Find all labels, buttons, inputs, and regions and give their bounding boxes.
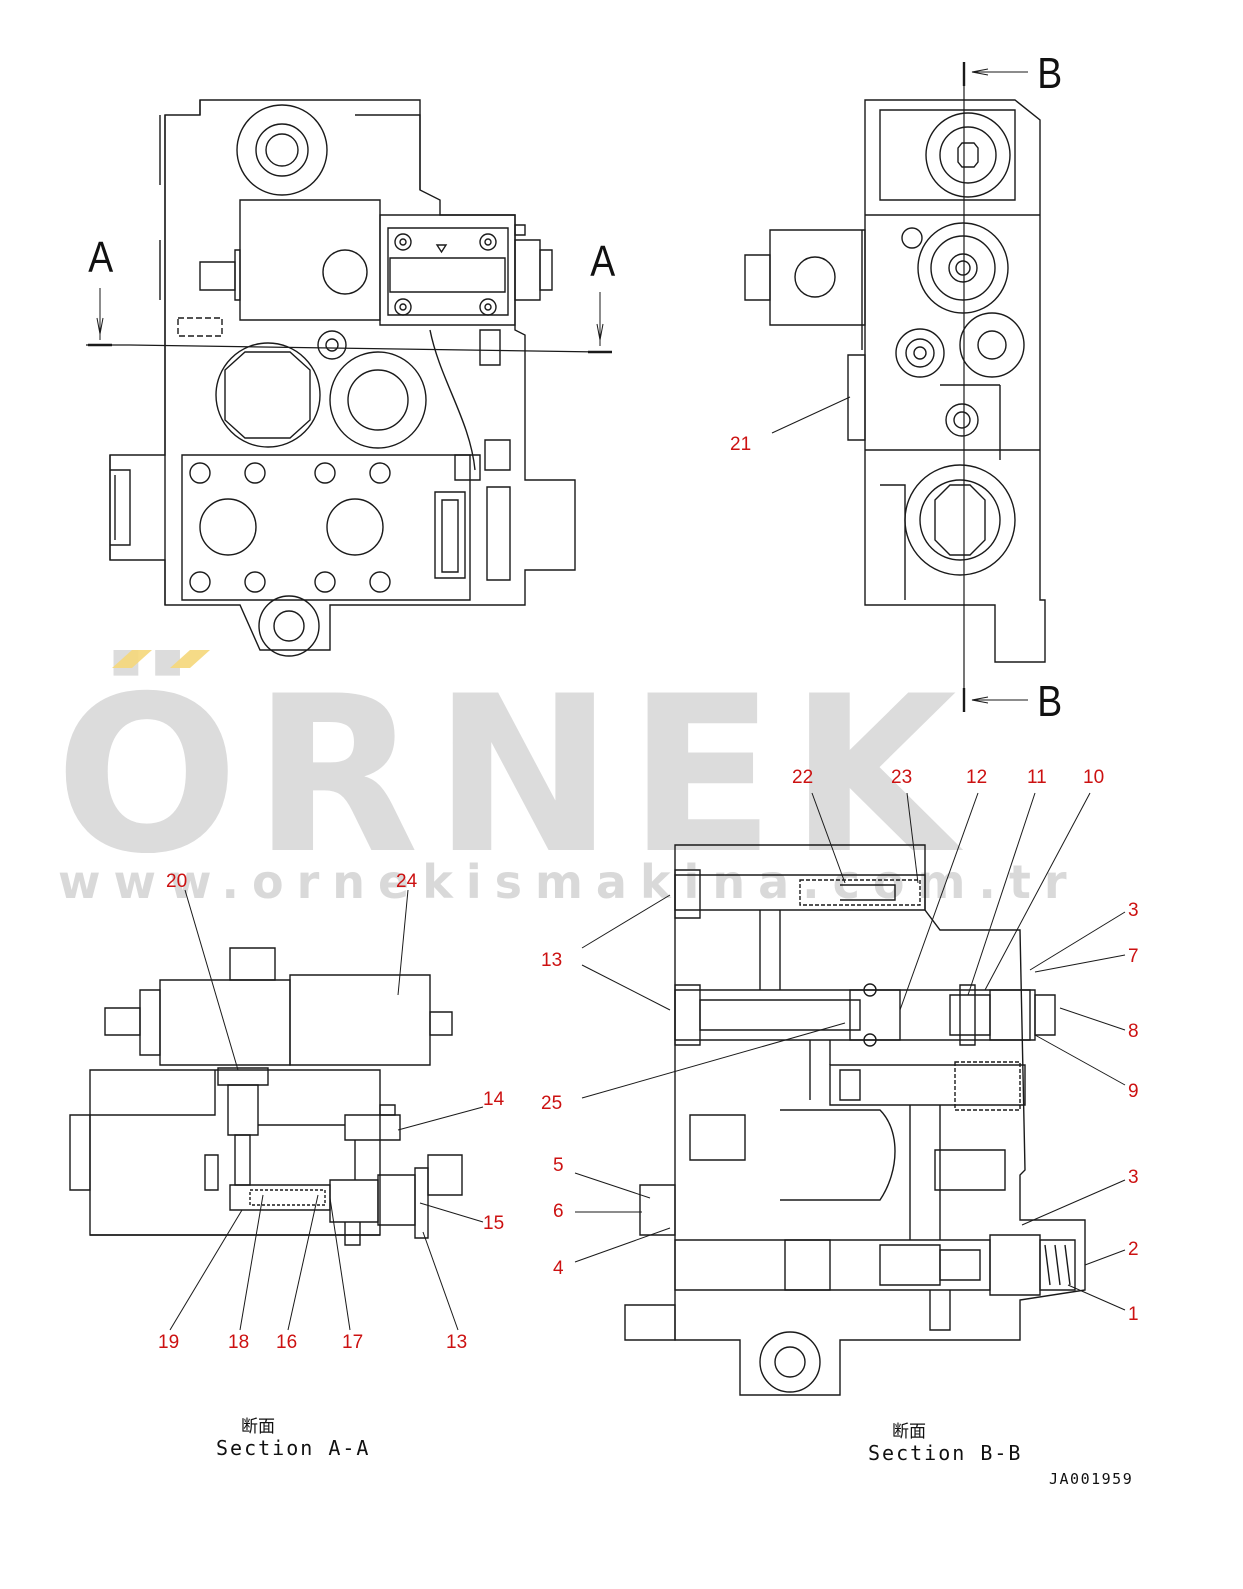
- callout-17: 17: [342, 1332, 364, 1353]
- section-b-b-view: [624, 844, 1086, 1396]
- callout-5: 5: [553, 1155, 564, 1176]
- callout-19: 19: [158, 1332, 180, 1353]
- callout-13-b: 13: [541, 950, 563, 971]
- callout-2: 2: [1128, 1239, 1139, 1260]
- watermark-url: www.ornekismakina.com.tr: [58, 855, 1080, 909]
- section-b-caption: Section B-B: [868, 1441, 1023, 1465]
- callout-3-b-bottom: 3: [1128, 1167, 1139, 1188]
- callout-3-b-top: 3: [1128, 900, 1139, 921]
- leader-lines: [169, 396, 1126, 1331]
- callout-23: 23: [891, 767, 913, 788]
- drawing-id: JA001959: [1049, 1470, 1134, 1488]
- callout-20: 20: [166, 871, 188, 892]
- watermark-brand: ÖRNEK: [55, 650, 971, 901]
- callout-16: 16: [276, 1332, 298, 1353]
- callout-7: 7: [1128, 946, 1139, 967]
- section-marker-b-top: B: [1037, 49, 1063, 98]
- callout-9: 9: [1128, 1081, 1139, 1102]
- callout-13-a: 13: [446, 1332, 468, 1353]
- callout-15: 15: [483, 1213, 505, 1234]
- section-marker-b-bottom: B: [1037, 677, 1063, 726]
- section-line-b: [962, 62, 1028, 712]
- callout-10: 10: [1083, 767, 1105, 788]
- callout-21: 21: [730, 434, 752, 455]
- section-marker-a-left: A: [88, 233, 114, 282]
- callout-24: 24: [396, 871, 418, 892]
- section-a-caption-jp: 断面: [241, 1417, 275, 1437]
- section-line-a: [86, 288, 612, 354]
- top-right-view: [744, 99, 1046, 663]
- callout-22: 22: [792, 767, 814, 788]
- callout-6: 6: [553, 1201, 564, 1222]
- callout-14: 14: [483, 1089, 505, 1110]
- watermark-accent-chevrons: [112, 650, 210, 668]
- top-left-view: [109, 99, 576, 657]
- section-a-caption: Section A-A: [216, 1436, 371, 1460]
- callout-1: 1: [1128, 1304, 1139, 1325]
- callout-18: 18: [228, 1332, 250, 1353]
- section-marker-a-right: A: [590, 237, 616, 286]
- section-a-a-view: [69, 947, 463, 1246]
- callout-11: 11: [1027, 767, 1047, 788]
- callout-25: 25: [541, 1093, 563, 1114]
- callout-12: 12: [966, 767, 988, 788]
- section-b-caption-jp: 断面: [892, 1422, 926, 1442]
- callout-8: 8: [1128, 1021, 1139, 1042]
- callout-4: 4: [553, 1258, 564, 1279]
